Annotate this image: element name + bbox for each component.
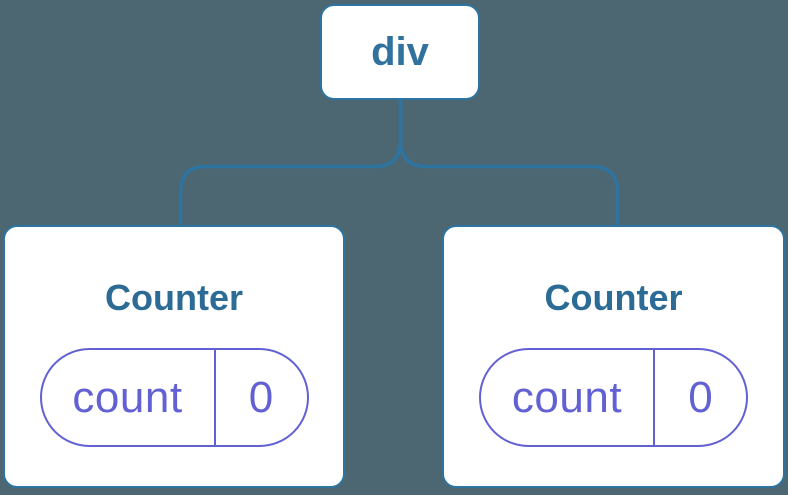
connector-left-branch bbox=[178, 98, 403, 227]
state-key: count bbox=[42, 350, 216, 445]
state-pill: count 0 bbox=[39, 348, 309, 447]
root-node-label: div bbox=[371, 30, 429, 74]
component-name: Counter bbox=[105, 277, 243, 318]
state-value: 0 bbox=[688, 372, 713, 422]
state-key: count bbox=[481, 350, 655, 445]
counter-card-left: Counter count 0 bbox=[3, 225, 345, 488]
state-pill: count 0 bbox=[479, 348, 748, 447]
connector-right-branch bbox=[398, 98, 620, 227]
counter-card-right: Counter count 0 bbox=[442, 225, 785, 488]
state-value: 0 bbox=[248, 372, 274, 422]
root-node: div bbox=[320, 4, 480, 100]
component-name: Counter bbox=[544, 277, 683, 318]
